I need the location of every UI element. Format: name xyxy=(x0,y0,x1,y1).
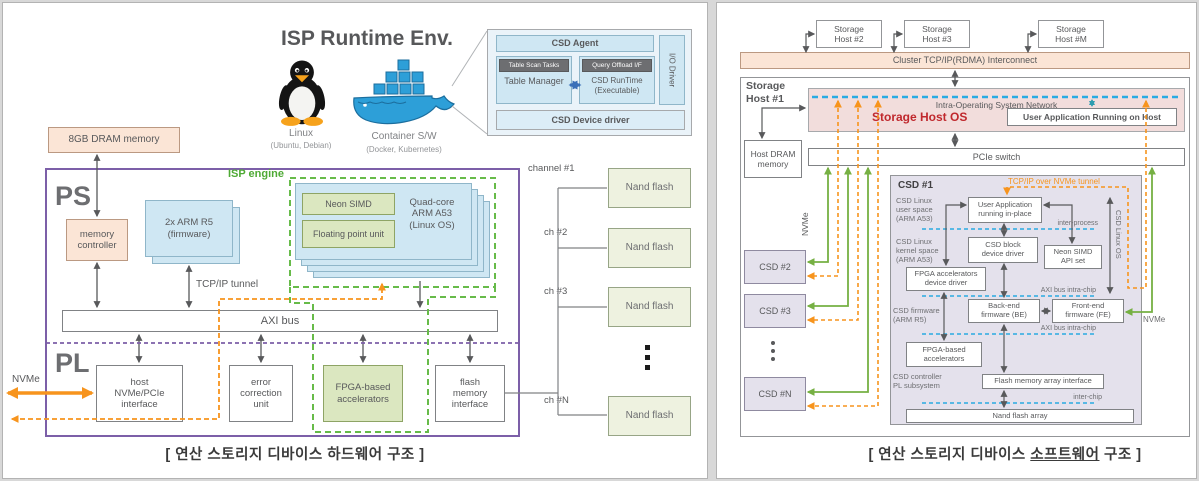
inter-chip-label: inter-chip xyxy=(1073,394,1102,401)
backend-firmware-box: Back-end firmware (BE) xyxy=(968,299,1040,323)
storage-host-m-box: Storage Host #M xyxy=(1038,20,1104,48)
nand-flash-box: Nand flash xyxy=(608,396,691,436)
software-caption: [ 연산 스토리지 디바이스 소프트웨어 구조 ] xyxy=(830,443,1180,464)
host-dram-box: Host DRAM memory xyxy=(744,140,802,178)
nvme-vertical-label: NVMe xyxy=(800,212,810,236)
ellipsis-dots xyxy=(645,365,650,370)
table-manager-label: Table Manager xyxy=(504,76,564,86)
csd-kernel-space-label: CSD Linux kernel space (ARM A53) xyxy=(896,237,939,264)
pl-label: PL xyxy=(55,348,90,378)
linux-label: Linux xyxy=(289,128,313,139)
flash-memory-if-box: flash memory interface xyxy=(435,365,505,422)
tcpip-tunnel-label: TCP/IP tunnel xyxy=(196,279,259,290)
pcie-switch-bar: PCIe switch xyxy=(808,148,1185,166)
channel-2-label: ch #2 xyxy=(544,227,568,238)
ellipsis-dots xyxy=(771,341,775,345)
csd3-box: CSD #3 xyxy=(744,294,806,328)
csdn-box: CSD #N xyxy=(744,377,806,411)
tcpip-over-nvme-label: TCP/IP over NVMe tunnel xyxy=(1008,177,1100,186)
table-scan-badge: Table Scan Tasks xyxy=(499,59,569,72)
host-nvme-pcie-box: host NVMe/PCIe interface xyxy=(96,365,183,422)
a53-label: Quad-core ARM A53 (Linux OS) xyxy=(409,197,455,231)
docker-whale-icon xyxy=(353,59,456,125)
nand-flash-array-box: Nand flash array xyxy=(906,409,1134,423)
channel-1-label: channel #1 xyxy=(528,163,575,174)
caption-suffix: 구조 ] xyxy=(1099,447,1142,463)
csd-block-driver-box: CSD block device driver xyxy=(968,237,1038,263)
axi-bus-bar: AXI bus xyxy=(62,310,498,332)
container-sublabel: (Docker, Kubernetes) xyxy=(366,145,442,154)
container-label: Container S/W xyxy=(371,131,437,142)
neon-simd-api-box: Neon SIMD API set xyxy=(1044,245,1102,269)
nand-flash-box: Nand flash xyxy=(608,287,691,327)
channel-n-label: ch #N xyxy=(544,395,569,406)
neon-simd-box: Neon SIMD xyxy=(302,193,395,215)
nand-flash-box: Nand flash xyxy=(608,228,691,268)
channel-3-label: ch #3 xyxy=(544,286,568,297)
storage-host-3-box: Storage Host #3 xyxy=(904,20,970,48)
intra-os-network-label: Intra-Operating System Network xyxy=(935,100,1058,110)
user-app-in-place-box: User Application running in-place xyxy=(968,197,1042,223)
nand-flash-box: Nand flash xyxy=(608,168,691,208)
caption-underlined: 소프트웨어 xyxy=(1030,447,1100,463)
fpga-based-acc-box: FPGA-based accelerators xyxy=(906,342,982,367)
ellipsis-dots xyxy=(771,349,775,353)
inter-process-label: inter-process xyxy=(1057,220,1098,227)
memory-controller-box: memory controller xyxy=(66,219,128,261)
storage-host-1-box xyxy=(740,77,1190,437)
fpga-driver-box: FPGA accelerators device driver xyxy=(906,267,986,291)
dram-box: 8GB DRAM memory xyxy=(48,127,180,153)
csd1-title: CSD #1 xyxy=(898,180,934,191)
storage-host-1-label: Storage Host #1 xyxy=(746,80,786,105)
storage-host-os-label: Storage Host OS xyxy=(872,110,968,124)
caption-prefix: [ 연산 스토리지 디바이스 xyxy=(868,447,1031,463)
fpu-box: Floating point unit xyxy=(302,220,395,248)
csd2-box: CSD #2 xyxy=(744,250,806,284)
error-correction-box: error correction unit xyxy=(229,365,293,422)
hardware-caption: [ 연산 스토리지 디바이스 하드웨어 구조 ] xyxy=(165,447,425,463)
ps-label: PS xyxy=(55,181,92,211)
linux-tux-icon xyxy=(278,60,326,126)
axi-intra-chip-label-2: AXI bus intra-chip xyxy=(1040,325,1096,332)
storage-host-2-box: Storage Host #2 xyxy=(816,20,882,48)
user-app-on-host-box: User Application Running on Host xyxy=(1007,108,1177,126)
flash-array-if-box: Flash memory array interface xyxy=(982,374,1104,389)
arm-r5-box: 2x ARM R5 (firmware) xyxy=(145,200,233,257)
csd-runtime-label: CSD RunTime (Executable) xyxy=(591,76,643,95)
io-driver-box: I/O Driver xyxy=(659,35,685,105)
nvme-label-left-panel: NVMe xyxy=(12,374,40,385)
csd-firmware-label: CSD firmware (ARM R5) xyxy=(893,306,940,324)
ellipsis-dots xyxy=(645,355,650,360)
axi-intra-chip-label-1: AXI bus intra-chip xyxy=(1040,287,1096,294)
cluster-interconnect-bar: Cluster TCP/IP(RDMA) Interconnect xyxy=(740,52,1190,69)
csd-pl-subsystem-label: CSD controller PL subsystem xyxy=(893,372,942,390)
nvme-label-right: NVMe xyxy=(1143,315,1166,324)
csd-device-driver-bar: CSD Device driver xyxy=(496,110,685,130)
linux-sublabel: (Ubuntu, Debian) xyxy=(270,141,332,150)
fpga-accelerators-box: FPGA-based accelerators xyxy=(323,365,403,422)
csd-user-space-label: CSD Linux user space (ARM A53) xyxy=(896,196,933,223)
ellipsis-dots xyxy=(771,357,775,361)
frontend-firmware-box: Front-end firmware (FE) xyxy=(1052,299,1124,323)
isp-runtime-title: ISP Runtime Env. xyxy=(281,27,453,50)
query-offload-badge: Query Offload I/F xyxy=(582,59,652,72)
ellipsis-dots xyxy=(645,345,650,350)
csd-agent-header: CSD Agent xyxy=(496,35,654,52)
isp-engine-label: ISP engine xyxy=(227,168,284,180)
csd-linux-os-label: CSD Linux OS xyxy=(1114,210,1123,259)
